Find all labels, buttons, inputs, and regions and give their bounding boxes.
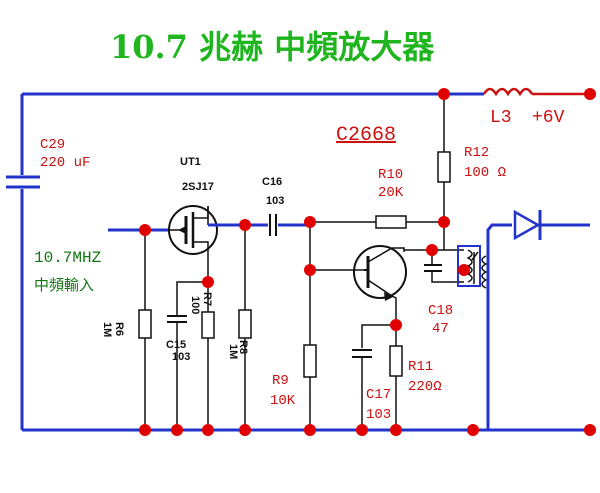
junction-dot <box>426 244 438 256</box>
c17-name: C17 <box>366 387 391 403</box>
if-tuning-slug <box>471 251 479 261</box>
junction-dot <box>438 88 450 100</box>
c16-value: 103 <box>266 195 284 207</box>
r7-resistor <box>201 311 215 339</box>
transistor-emitter-arrow <box>384 292 393 301</box>
c18-wire-bottom <box>431 271 464 283</box>
junction-dot <box>202 424 214 436</box>
junction-dot <box>239 219 251 231</box>
if-secondary-top <box>486 223 512 292</box>
c18-value: 47 <box>432 321 449 337</box>
r8-resistor <box>238 309 252 339</box>
junction-dot <box>458 264 470 276</box>
c16-name: C16 <box>262 176 282 188</box>
r8-value: 1M <box>227 344 239 359</box>
r7-value: 100 <box>189 296 201 314</box>
transistor-emitter <box>367 279 397 325</box>
if-transformer-can <box>457 245 481 287</box>
junction-dot <box>171 424 183 436</box>
supply-voltage: +6V <box>532 108 565 128</box>
junction-dot <box>467 424 479 436</box>
transistor-c2668 <box>353 245 407 299</box>
r6-value: 1M <box>101 322 113 337</box>
r9-resistor <box>303 344 317 378</box>
junction-dot <box>438 216 450 228</box>
junction-dot <box>356 424 368 436</box>
input-description: 中頻輸入 <box>34 276 94 294</box>
r11-name: R11 <box>408 359 433 375</box>
ut1-arrow <box>178 226 186 234</box>
r12-value: 100 Ω <box>464 165 506 181</box>
l3-inductor <box>482 87 534 97</box>
c15-wire-top <box>176 281 208 315</box>
transistor-part-number: C2668 <box>336 124 396 147</box>
junction-dot <box>139 424 151 436</box>
page-title: 10.7 兆赫 中頻放大器 <box>110 28 435 66</box>
junction-dot <box>390 319 402 331</box>
l3-label: L3 <box>490 108 512 128</box>
junction-dot <box>304 424 316 436</box>
r9-name: R9 <box>272 373 289 389</box>
detector-diode <box>513 209 541 241</box>
c17-value: 103 <box>366 407 391 423</box>
r11-resistor <box>389 345 403 377</box>
r12-name: R12 <box>464 145 489 161</box>
input-frequency: 10.7MHZ <box>34 249 102 267</box>
ut1-source <box>193 241 209 282</box>
c15-value: 103 <box>172 351 190 363</box>
junction-dot <box>584 424 596 436</box>
c29-name: C29 <box>40 137 65 153</box>
junction-dot <box>304 216 316 228</box>
c15-name: C15 <box>166 339 186 351</box>
r7-name: R7 <box>201 292 213 306</box>
ut1-part: 2SJ17 <box>182 181 214 193</box>
ut1-name: UT1 <box>180 156 201 168</box>
r8-name: R8 <box>237 340 249 354</box>
if-primary-coil <box>466 249 473 283</box>
junction-dots <box>139 88 596 436</box>
c18-name: C18 <box>428 303 453 319</box>
r11-value: 220Ω <box>408 379 442 395</box>
r10-value: 20K <box>378 185 404 201</box>
r6-resistor <box>138 309 152 339</box>
if-secondary-coil <box>481 255 488 289</box>
junction-dot <box>139 224 151 236</box>
r10-name: R10 <box>378 167 403 183</box>
r9-value: 10K <box>270 393 296 409</box>
junction-dot <box>584 88 596 100</box>
junction-dot <box>239 424 251 436</box>
junction-dot <box>390 424 402 436</box>
junction-dot <box>304 264 316 276</box>
r6-name: R6 <box>113 322 125 336</box>
junction-dot <box>202 276 214 288</box>
c17-wire-top <box>361 324 396 348</box>
c29-value: 220 uF <box>40 155 90 171</box>
r10-resistor <box>375 215 407 229</box>
r12-resistor <box>437 151 451 183</box>
